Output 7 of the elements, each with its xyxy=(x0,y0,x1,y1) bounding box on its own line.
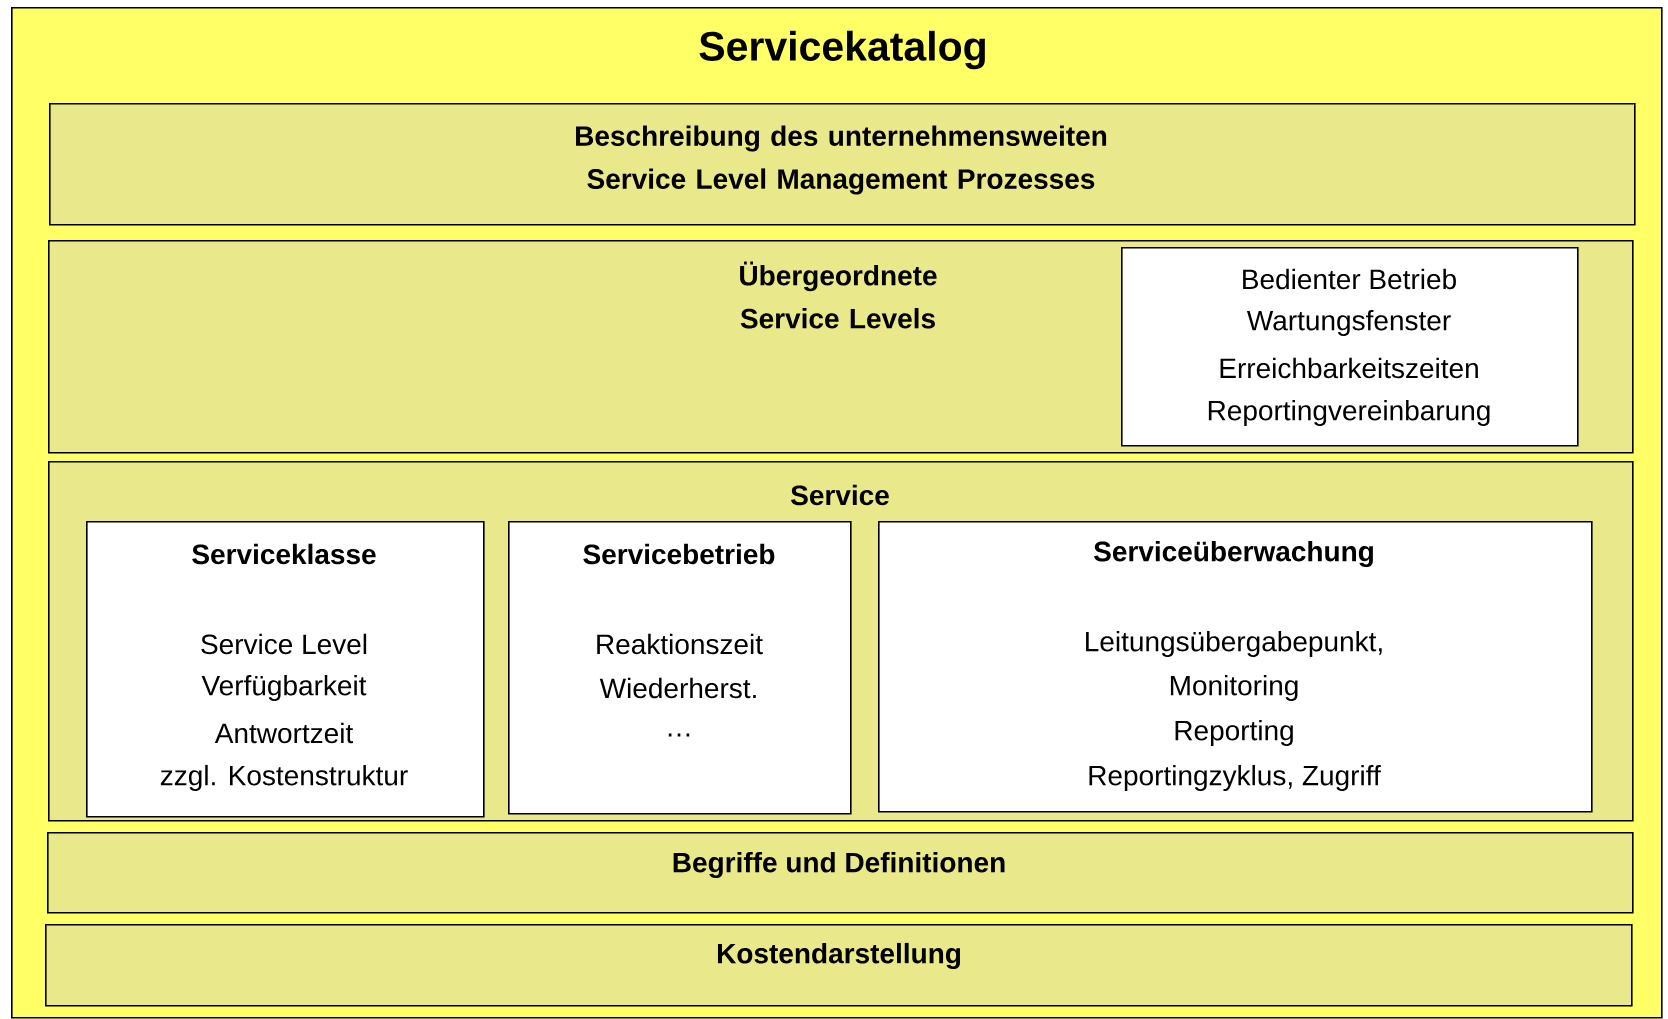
section-band: Beschreibung des unternehmensweiten Service Level Management Prozesses xyxy=(49,103,1636,226)
service-box: Serviceüberwachung Leitungsübergabepunkt, Monitoring Reporting Reportingzyklus, Zugriff xyxy=(878,521,1593,813)
service-box: Serviceklasse Service Level Verfügbarkeit Antwortzeit zzgl. Kostenstruktur xyxy=(86,521,485,818)
section-band: Begriffe und Definitionen xyxy=(47,832,1634,914)
section-band: Kostendarstellung xyxy=(45,924,1633,1007)
list-box: Bedienter Betrieb Wartungsfenster Erreichbarkeitszeiten Reportingvereinbarung xyxy=(1121,247,1579,447)
service-box: Servicebetrieb Reaktionszeit Wiederherst. … xyxy=(508,521,852,815)
